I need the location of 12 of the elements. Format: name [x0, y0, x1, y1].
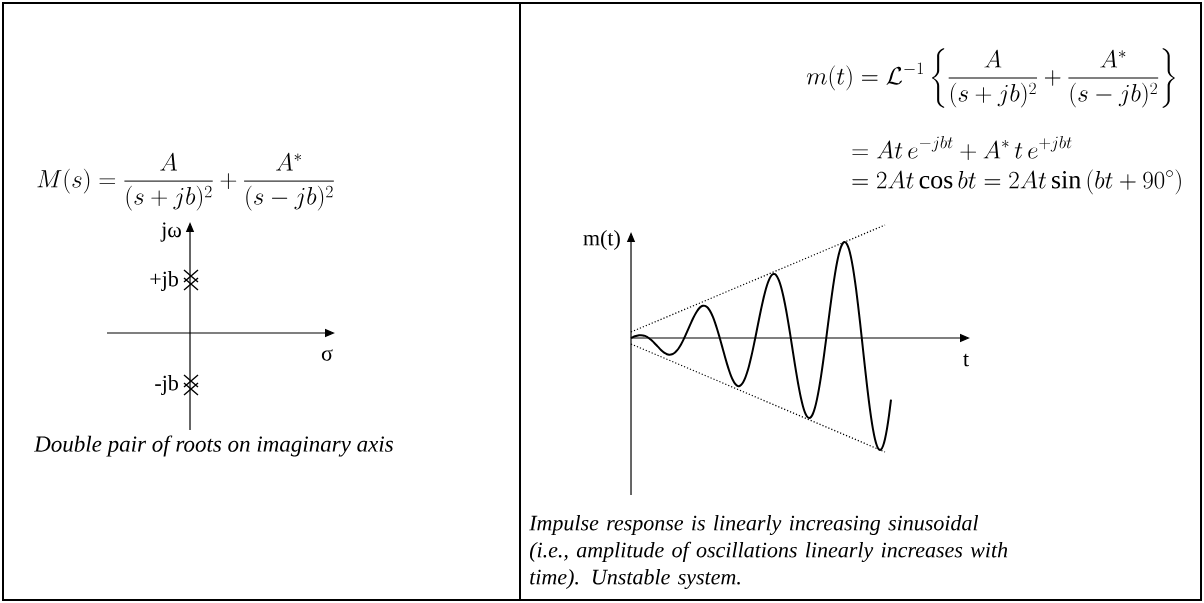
equation: $M(s)=\frac{A}{(s+jb)^2}+\frac{A^{*}}{(s-jb)^2}$ — [37, 152, 334, 211]
equation: $=At\,e^{-jbt}+A^{*}\,t\,e^{+jbt}$ — [852, 136, 1072, 160]
axis-label: m(t) — [583, 230, 620, 250]
root-label: -jb — [155, 375, 178, 395]
equation: $=2At\cos bt=2At\sin\,(bt+90^{\circ})$ — [852, 169, 1181, 195]
axis-label: t — [963, 353, 969, 367]
caption: Impulse response is linearly increasing sinusoidal (i.e., amplitude of oscillations linearly increases with time). Unstable system. — [529, 515, 1008, 589]
axis-label: σ — [321, 349, 333, 361]
caption: Double pair of roots on imaginary axis — [33, 435, 393, 457]
axis-label: jω — [160, 222, 181, 242]
equation: $m(t)=\mathcal{L}^{-1}\left\{\frac{A}{(s+jb)^2}+\frac{A^{*}}{(s-jb)^2}\right\}$ — [806, 48, 1175, 108]
root-label: +jb — [150, 271, 178, 291]
